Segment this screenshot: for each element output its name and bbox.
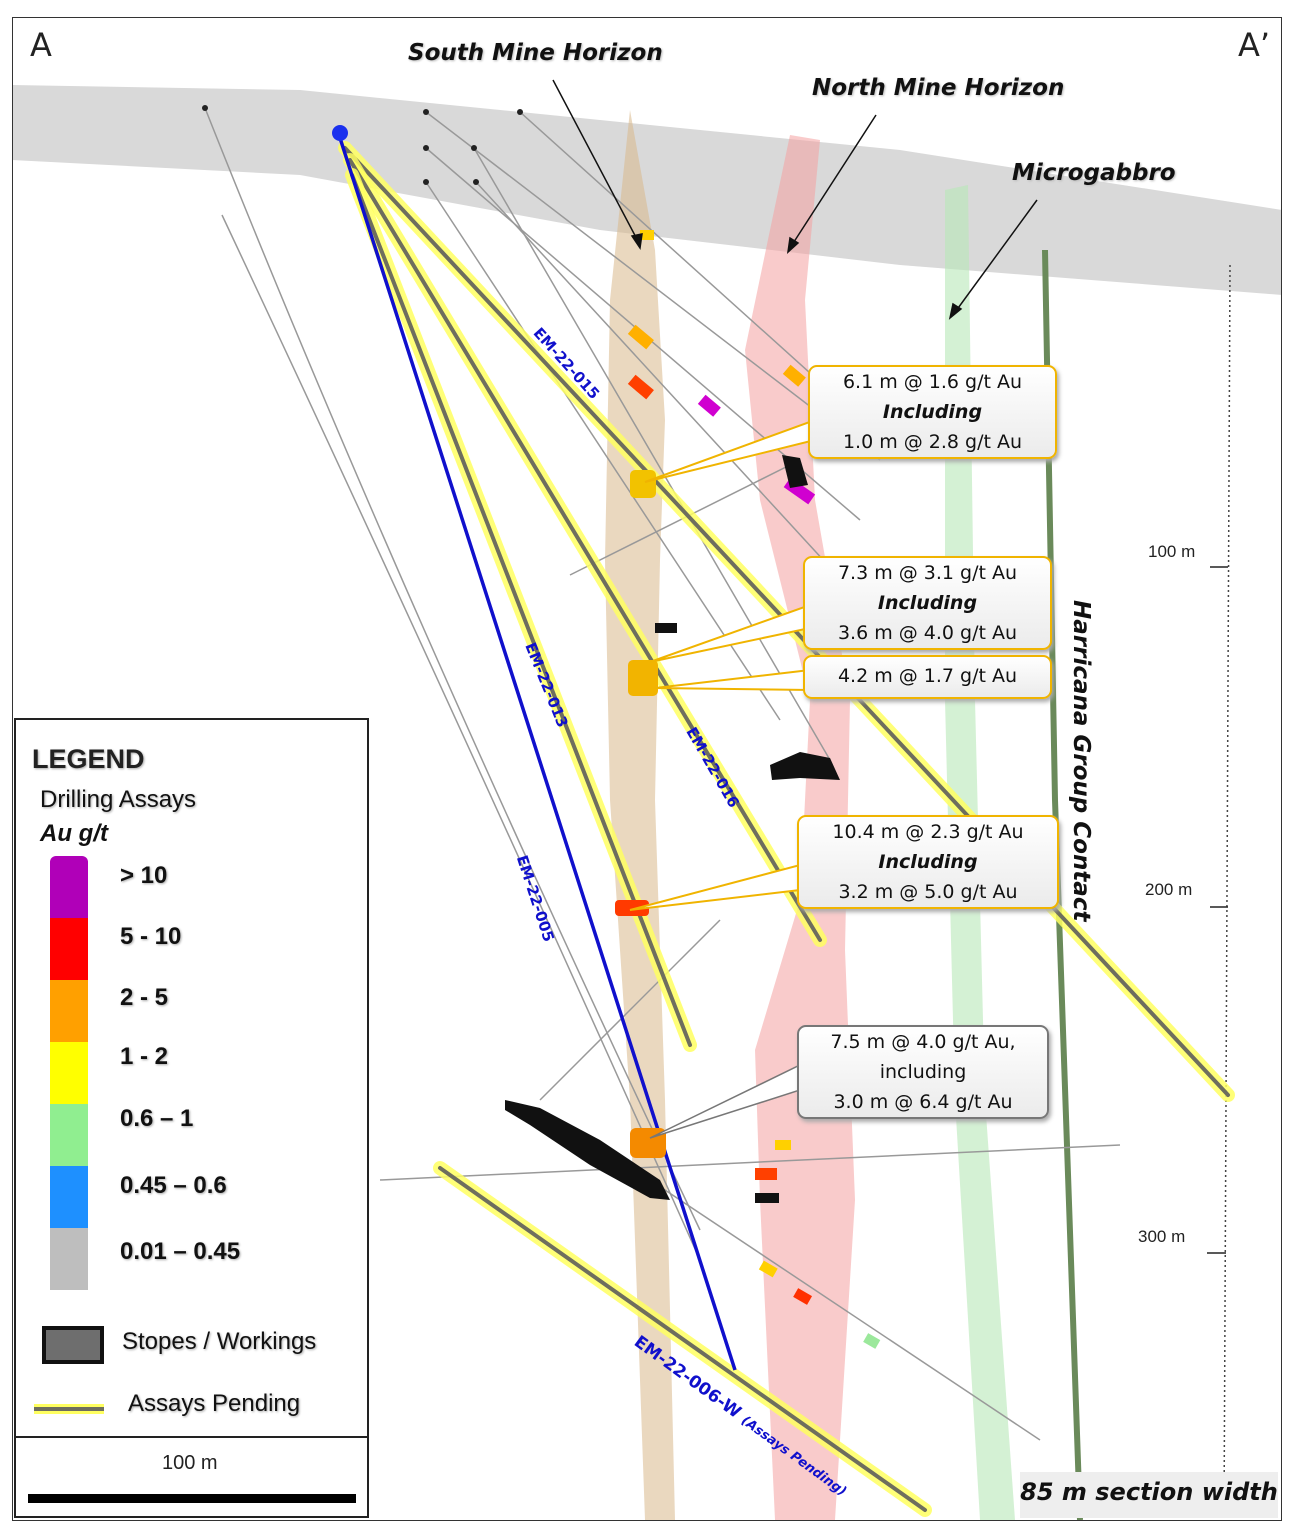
- north-mine-horizon-label: North Mine Horizon: [812, 75, 1065, 101]
- legend: LEGEND Drilling Assays Au g/t > 10 5 - 1…: [14, 718, 369, 1518]
- legend-range: 5 - 10: [120, 923, 182, 950]
- legend-range: 2 - 5: [120, 984, 169, 1011]
- microgabbro-shape: [945, 185, 1015, 1520]
- pending-legend-icon: [34, 1404, 104, 1414]
- assay-intercepts: [615, 230, 881, 1349]
- harricana-contact-label: Harricana Group Contact: [1068, 600, 1094, 922]
- legend-unit: Au g/t: [40, 820, 108, 847]
- depth-label-200: 200 m: [1145, 880, 1193, 899]
- legend-range: > 10: [120, 862, 168, 889]
- collars: [202, 105, 523, 185]
- legend-swatch-5-10: [50, 918, 88, 980]
- horizon-arrows: [552, 79, 1038, 320]
- collar-em-22-005: [332, 125, 348, 141]
- hole-em-22-016: [343, 153, 827, 947]
- depth-scale-line: [1223, 264, 1231, 1521]
- assay-callout-3: 4.2 m @ 1.7 g/t Au: [803, 655, 1052, 699]
- legend-range: 0.45 – 0.6: [120, 1172, 227, 1199]
- legend-title: LEGEND: [32, 744, 145, 774]
- legend-swatch-0.6-1: [50, 1104, 88, 1166]
- legend-range: 1 - 2: [120, 1043, 169, 1070]
- stopes-legend-label: Stopes / Workings: [122, 1328, 317, 1355]
- legend-divider: [16, 1436, 367, 1438]
- hole-em-22-006-w: [433, 1161, 932, 1517]
- legend-swatch-0.45-0.6: [50, 1166, 88, 1228]
- legend-swatch-gt10: [50, 856, 88, 918]
- section-frame: [12, 17, 1282, 1521]
- pending-legend-label: Assays Pending: [128, 1390, 301, 1417]
- stopes-legend-icon: [42, 1326, 104, 1364]
- depth-label-100: 100 m: [1148, 542, 1196, 561]
- section-label-a: A: [30, 26, 52, 64]
- legend-swatch-0.01-0.45: [50, 1228, 88, 1290]
- other-drill-traces: [204, 107, 1121, 1441]
- microgabbro-label: Microgabbro: [1012, 160, 1176, 186]
- legend-swatch-2-5: [50, 980, 88, 1042]
- legend-range: 0.01 – 0.45: [120, 1238, 241, 1265]
- stopes-workings: [505, 455, 840, 1203]
- legend-swatch-1-2: [50, 1042, 88, 1104]
- hole-em-22-005: [338, 137, 737, 1371]
- section-width-label: 85 m section width: [1020, 1472, 1278, 1518]
- legend-subtitle: Drilling Assays: [40, 786, 197, 813]
- scale-bar-label: 100 m: [162, 1452, 218, 1474]
- south-mine-horizon-label: South Mine Horizon: [408, 40, 663, 66]
- scale-bar: [28, 1494, 356, 1503]
- depth-label-300: 300 m: [1138, 1227, 1186, 1246]
- section-label-a-prime: A’: [1238, 26, 1271, 64]
- legend-range: 0.6 – 1: [120, 1105, 194, 1132]
